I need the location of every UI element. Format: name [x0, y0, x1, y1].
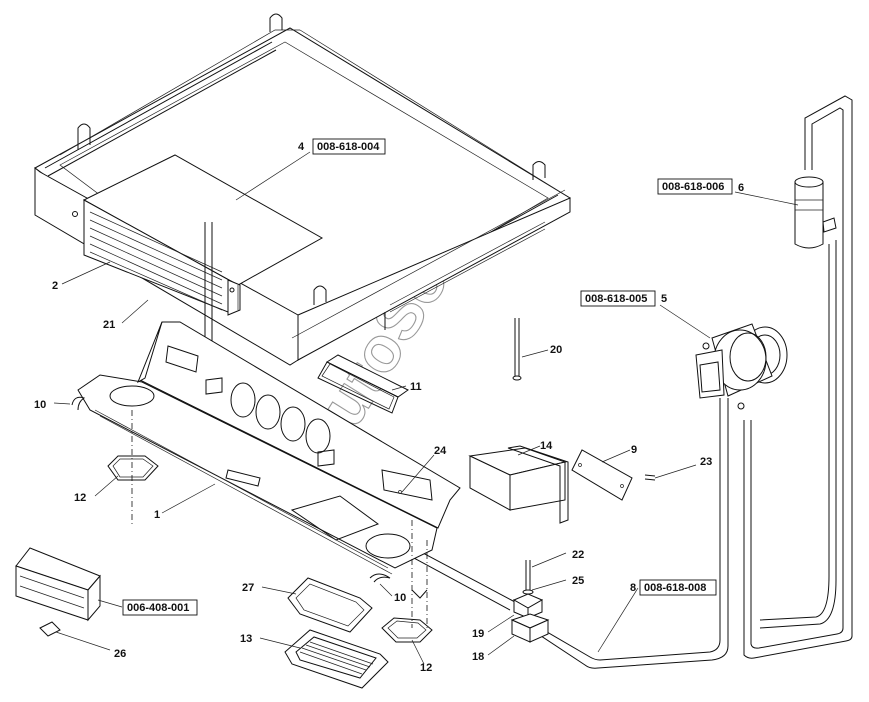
callout-10: 10 [394, 592, 406, 604]
grommet [71, 396, 86, 411]
callout-8: 8 [630, 582, 636, 594]
callout-9: 9 [631, 444, 637, 456]
part-number-box [312, 138, 386, 155]
callout-4: 4 [298, 141, 305, 153]
control-box [15, 547, 101, 637]
callout-11: 11 [410, 381, 422, 393]
callout-13: 13 [240, 633, 252, 645]
grommet [369, 573, 391, 583]
roof-unit [34, 13, 571, 366]
hose-lines [534, 95, 853, 669]
callout-26: 26 [114, 648, 126, 660]
callout-27: 27 [242, 582, 254, 594]
callouts: 4 2 21 10 12 1 11 24 14 9 23 20 5 6 8 22… [34, 141, 744, 674]
part-number-labels: 008-618-004 008-618-006 008-618-005 008-… [122, 138, 733, 616]
part-number-box [639, 579, 717, 596]
callout-12: 12 [74, 492, 86, 504]
part-number-control-box: 006-408-001 [127, 602, 189, 614]
part-number-evaporator: 008-618-004 [317, 141, 380, 153]
part-number-box [657, 178, 733, 195]
small-screw [644, 474, 656, 481]
dash-panel [77, 321, 461, 575]
callout-24: 24 [434, 445, 447, 457]
callout-23: 23 [700, 456, 712, 468]
gasket-left [107, 455, 159, 481]
axis-bracket [411, 589, 428, 599]
part-number-box [122, 599, 198, 616]
callout-14: 14 [540, 440, 553, 452]
callout-12: 12 [420, 662, 432, 674]
callout-21: 21 [103, 319, 115, 331]
compressor [695, 323, 788, 410]
grille [284, 629, 389, 689]
louver [317, 354, 409, 414]
callout-19: 19 [472, 628, 484, 640]
callout-2: 2 [52, 280, 58, 292]
leader-lines [53, 151, 799, 665]
callout-25: 25 [572, 575, 584, 587]
screw [512, 318, 522, 381]
gasket-right [381, 617, 433, 643]
part-number-hose: 008-618-008 [644, 582, 706, 594]
plate [571, 449, 633, 501]
frame [287, 577, 373, 633]
part-number-compressor: 008-618-005 [585, 293, 647, 305]
callout-6: 6 [738, 182, 744, 194]
callout-18: 18 [472, 651, 484, 663]
duct-box [468, 445, 569, 524]
callout-22: 22 [572, 549, 584, 561]
callout-10: 10 [34, 399, 46, 411]
callout-1: 1 [154, 509, 160, 521]
callout-5: 5 [661, 293, 667, 305]
receiver-drier [794, 150, 837, 249]
callout-20: 20 [550, 344, 562, 356]
valve-block [510, 560, 550, 643]
part-number-box [580, 290, 656, 307]
part-number-receiver-drier: 008-618-006 [662, 181, 724, 193]
